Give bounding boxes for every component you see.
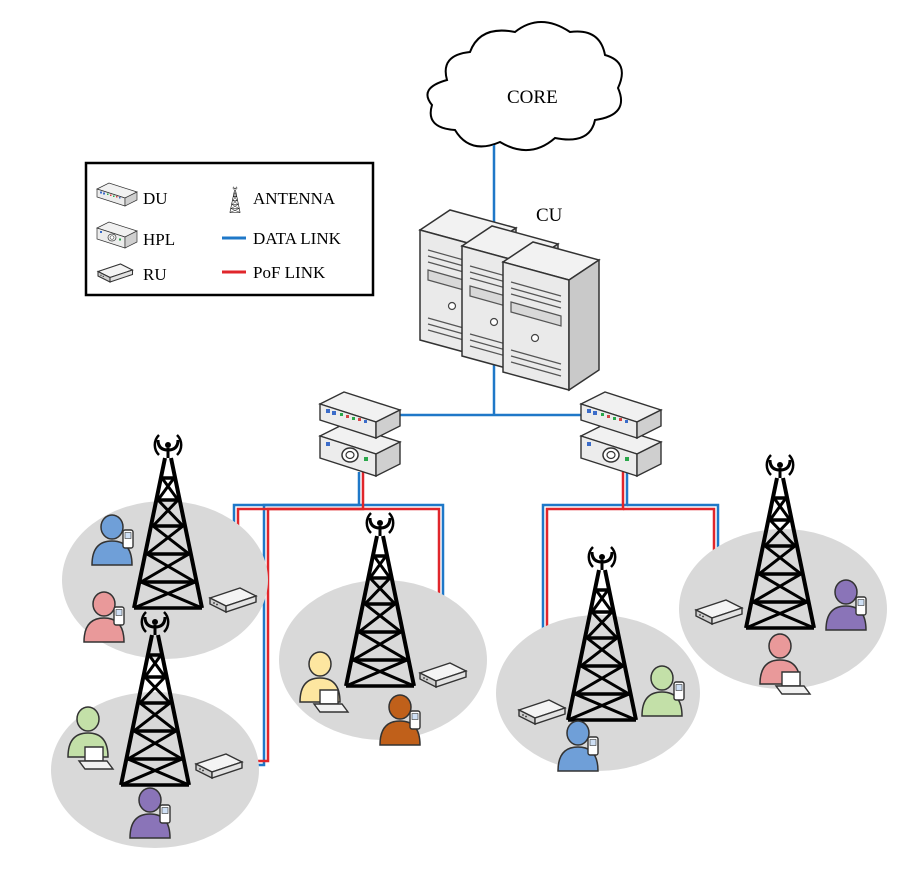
cell-1 xyxy=(62,433,268,659)
legend-pof-link-label: PoF LINK xyxy=(253,263,326,282)
cell-2 xyxy=(51,610,259,848)
phone-icon xyxy=(159,804,171,824)
phone-icon xyxy=(409,710,421,730)
cell-coverage xyxy=(679,529,887,689)
legend-hpl-label: HPL xyxy=(143,230,175,249)
phone-icon xyxy=(587,736,599,756)
cell-5 xyxy=(679,453,887,695)
phone-icon xyxy=(113,606,125,626)
legend-antenna-label: ANTENNA xyxy=(253,189,336,208)
cu-label: CU xyxy=(536,205,563,226)
core-label: CORE xyxy=(507,87,558,108)
legend: DU HPL RU ANTENNA DATA LINK PoF LINK xyxy=(84,161,375,297)
phone-icon xyxy=(855,596,867,616)
server-icon xyxy=(502,241,600,391)
cu-server-group: CU xyxy=(419,205,600,391)
cell-3 xyxy=(279,511,487,746)
phone-icon xyxy=(122,529,134,549)
du-hpl-stack-left xyxy=(319,391,401,477)
du-hpl-stack-right xyxy=(580,391,662,477)
legend-data-link-label: DATA LINK xyxy=(253,229,342,248)
phone-icon xyxy=(673,681,685,701)
legend-ru-label: RU xyxy=(143,265,167,284)
cloud-icon: CORE xyxy=(426,21,623,151)
cell-4 xyxy=(496,545,700,772)
legend-du-label: DU xyxy=(143,189,168,208)
